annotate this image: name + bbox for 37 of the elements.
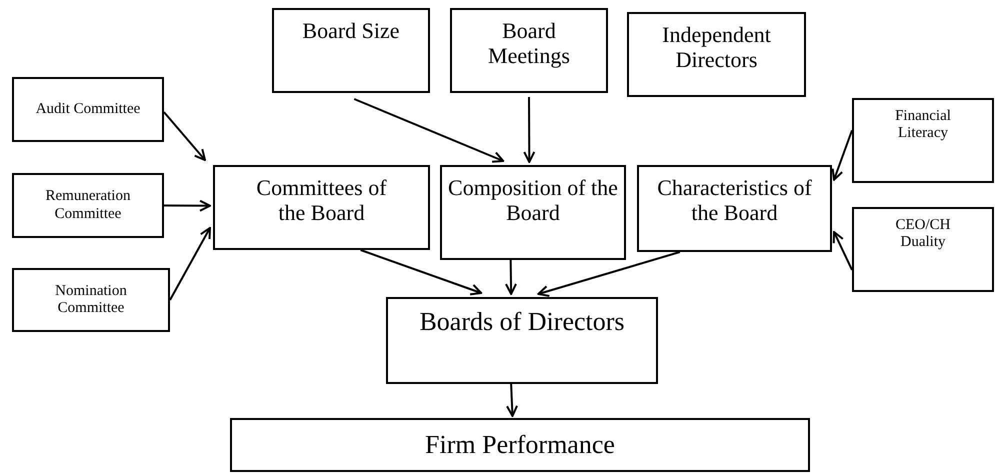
- box: [440, 165, 626, 260]
- box-label: Boards of Directors: [418, 307, 626, 337]
- box: [272, 8, 430, 93]
- arrow: [505, 260, 517, 295]
- box-label: Composition of the Board: [448, 175, 618, 226]
- box-label: Remuneration Committee: [44, 188, 132, 223]
- arrow: [164, 200, 211, 212]
- box: [12, 173, 164, 238]
- box-label: CEO/CH Duality: [894, 217, 952, 252]
- arrow: [523, 97, 536, 163]
- box: [627, 12, 806, 97]
- box-label: Financial Literacy: [894, 108, 952, 142]
- arrow: [169, 226, 211, 300]
- arrow: [832, 130, 853, 181]
- box: [12, 268, 170, 332]
- box: [12, 77, 164, 142]
- arrow: [163, 111, 206, 161]
- box-label: Committees of the Board: [255, 175, 388, 226]
- box: [386, 297, 658, 384]
- arrow: [537, 251, 680, 297]
- box: [450, 8, 608, 93]
- box-label: Board Meetings: [487, 18, 571, 69]
- arrow: [506, 384, 518, 417]
- box-label: Nomination Committee: [54, 282, 128, 318]
- arrow: [354, 98, 504, 163]
- box-label: Characteristics of the Board: [656, 175, 813, 226]
- box: [637, 165, 832, 252]
- box: [230, 418, 810, 472]
- box-label: Board Size: [301, 18, 401, 44]
- box: [852, 98, 994, 183]
- box-label: Audit Committee: [34, 100, 142, 118]
- arrow: [832, 231, 853, 270]
- box: [852, 207, 994, 292]
- box-label: Independent Directors: [661, 22, 772, 73]
- arrow: [360, 249, 482, 296]
- box: [213, 165, 430, 250]
- box-label: Firm Performance: [424, 430, 616, 460]
